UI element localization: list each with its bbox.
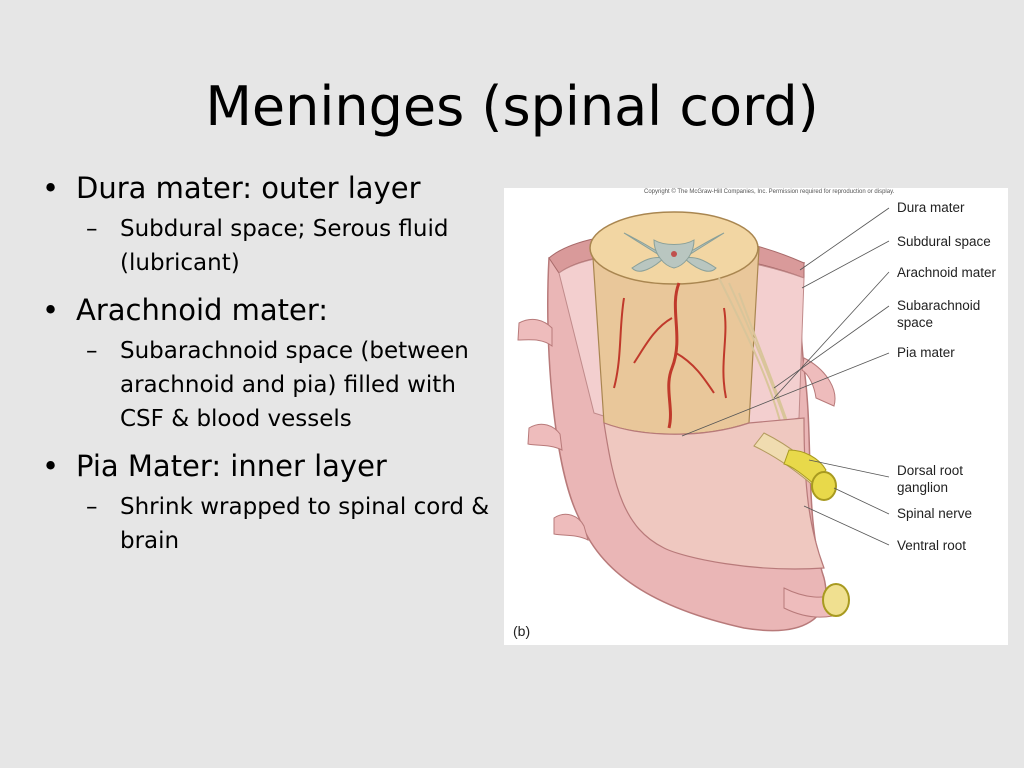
dash-icon: – bbox=[86, 494, 98, 520]
bullet-label: Arachnoid mater: bbox=[76, 293, 329, 327]
bullet-dot-icon: • bbox=[42, 293, 60, 327]
bullet-list: • Dura mater: outer layer – Subdural spa… bbox=[40, 170, 490, 570]
sub-bullet: – Subarachnoid space (between arachnoid … bbox=[76, 334, 490, 436]
label-spinal-nerve: Spinal nerve bbox=[897, 506, 973, 521]
bullet-dot-icon: • bbox=[42, 171, 60, 205]
bullet-label: Pia Mater: inner layer bbox=[76, 449, 387, 483]
label-dorsal-root-ganglion-line1: Dorsal root bbox=[897, 463, 964, 478]
label-subarachnoid-space-line1: Subarachnoid bbox=[897, 298, 981, 313]
bullet-label: Dura mater: outer layer bbox=[76, 171, 421, 205]
label-subarachnoid-space-line2: space bbox=[897, 315, 934, 330]
sub-bullet-text: Subdural space; Serous fluid (lubricant) bbox=[120, 216, 449, 276]
bullet-arachnoid-mater: • Arachnoid mater: – Subarachnoid space … bbox=[40, 292, 490, 436]
sub-bullet-text: Subarachnoid space (between arachnoid an… bbox=[120, 338, 469, 432]
bullet-dot-icon: • bbox=[42, 449, 60, 483]
label-pia-mater: Pia mater bbox=[897, 345, 955, 360]
bullet-pia-mater: • Pia Mater: inner layer – Shrink wrappe… bbox=[40, 448, 490, 558]
sub-list: – Subarachnoid space (between arachnoid … bbox=[76, 334, 490, 436]
sub-list: – Shrink wrapped to spinal cord & brain bbox=[76, 490, 490, 558]
figure-panel-letter: (b) bbox=[513, 623, 531, 639]
label-subdural-space: Subdural space bbox=[897, 234, 991, 249]
slide-title: Meninges (spinal cord) bbox=[205, 75, 819, 138]
sub-bullet: – Shrink wrapped to spinal cord & brain bbox=[76, 490, 490, 558]
label-dorsal-root-ganglion-line2: ganglion bbox=[897, 480, 949, 495]
sub-bullet: – Subdural space; Serous fluid (lubrican… bbox=[76, 212, 490, 280]
dash-icon: – bbox=[86, 216, 98, 242]
meninges-figure: Copyright © The McGraw-Hill Companies, I… bbox=[504, 188, 1008, 645]
label-ventral-root: Ventral root bbox=[897, 538, 967, 553]
dash-icon: – bbox=[86, 338, 98, 364]
spinal-cord-illustration bbox=[517, 207, 890, 632]
bullet-dura-mater: • Dura mater: outer layer – Subdural spa… bbox=[40, 170, 490, 280]
label-arachnoid-mater: Arachnoid mater bbox=[897, 265, 997, 280]
sub-bullet-text: Shrink wrapped to spinal cord & brain bbox=[120, 494, 490, 554]
label-dura-mater: Dura mater bbox=[897, 200, 965, 215]
copyright-notice: Copyright © The McGraw-Hill Companies, I… bbox=[644, 189, 895, 195]
sub-list: – Subdural space; Serous fluid (lubrican… bbox=[76, 212, 490, 280]
